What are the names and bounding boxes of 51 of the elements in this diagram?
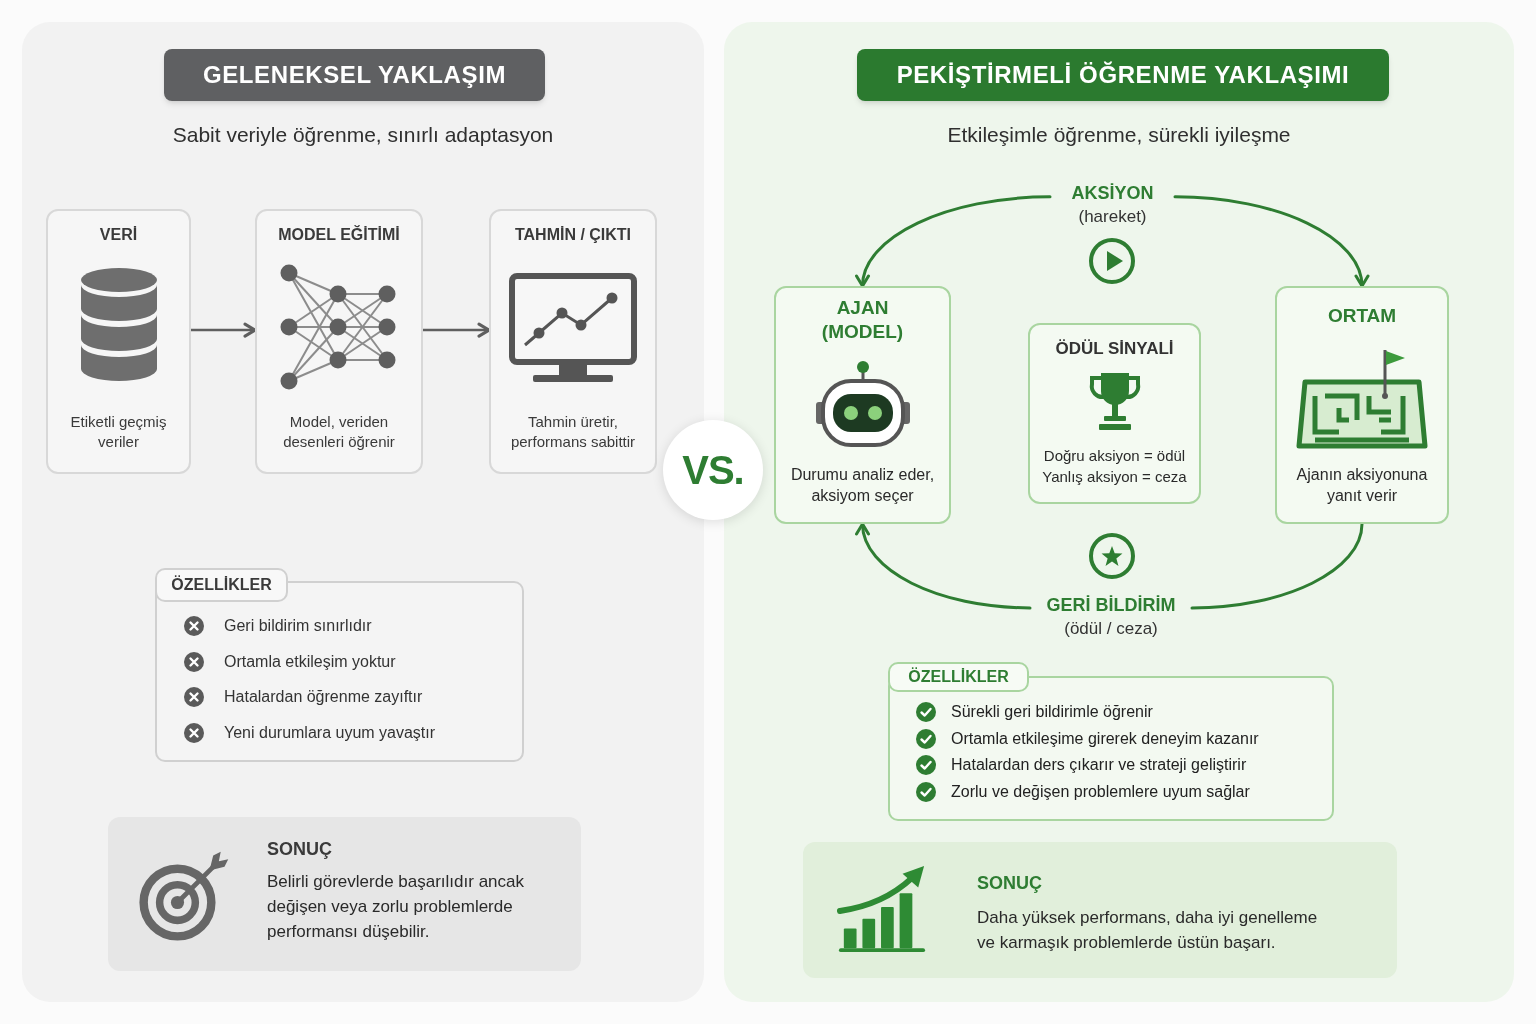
card-description: Ajanın aksiyonuna yanıt verir (1295, 465, 1429, 506)
process-step-card (46, 209, 191, 474)
arrow (189, 322, 257, 338)
card-heading: ÖDÜL SİNYALİ (1055, 338, 1174, 360)
process-step-card (489, 209, 657, 474)
features-panel (888, 662, 1334, 821)
role-card (1275, 286, 1449, 524)
conclusion-card (803, 842, 1397, 978)
features-panel (155, 568, 524, 762)
card-heading: TAHMİN / ÇIKTI (514, 225, 632, 245)
flow-label: AKSİYON (1071, 182, 1154, 205)
card-description: Tahmin üretir, performans sabittir (509, 412, 637, 452)
panel-subtitle: Etkileşimle öğrenme, sürekli iyileşme (947, 122, 1291, 148)
card-heading: VERİ (99, 225, 138, 245)
process-step-card (255, 209, 423, 474)
section-heading: ÖZELLİKLER (170, 574, 273, 595)
curved-arrow (1173, 195, 1369, 288)
conclusion-heading: SONUÇ (267, 838, 332, 861)
feature-item: Ortamla etkileşime girerek deneyim kazanır (951, 728, 1259, 749)
flow-label: GERİ BİLDİRİM (1046, 594, 1176, 617)
conclusion-heading: SONUÇ (977, 872, 1042, 895)
feature-item: Geri bildirim sınırlıdır (224, 616, 372, 636)
conclusion-card (108, 817, 581, 971)
curved-connector (1190, 522, 1364, 610)
feature-item: Sürekli geri bildirimle öğrenir (951, 702, 1153, 722)
card-heading: ORTAM (1327, 304, 1397, 328)
arrow (421, 322, 491, 338)
role-card (1028, 323, 1201, 504)
feature-item: Hatalardan öğrenme zayıftır (224, 687, 423, 707)
section-title-banner: GELENEKSEL YAKLAŞIM (164, 49, 545, 101)
conclusion-text: Daha yüksek performans, daha iyi genelleme ve karmaşık problemlerde üstün başarı. (977, 907, 1319, 954)
feature-item: Ortamla etkileşim yoktur (224, 651, 396, 672)
card-description: Durumu analiz eder, aksiyom seçer (789, 465, 936, 506)
card-heading: MODEL EĞİTİMİ (278, 224, 400, 245)
section-heading: ÖZELLİKLER (907, 666, 1010, 687)
card-description: Yanlış aksiyon = ceza (1042, 467, 1187, 487)
feature-item: Zorlu ve değişen problemlere uyum sağlar (951, 781, 1250, 802)
section-title-banner: PEKİŞTİRMELİ ÖĞRENME YAKLAŞIMI (857, 49, 1389, 101)
role-card (774, 286, 951, 524)
feature-item: Yeni durumlara uyum yavaştır (224, 722, 436, 743)
conclusion-text: Belirli görevlerde başarılıdır ancak değişen veya zorlu problemlerde performansı düşebilir. (267, 871, 525, 943)
feature-item: Hatalardan ders çıkarır ve strateji geliştirir (951, 755, 1247, 775)
flow-sublabel: (hareket) (1078, 206, 1147, 228)
curved-arrow (856, 522, 1032, 610)
curved-arrow (856, 195, 1052, 288)
card-description: Etiketli geçmiş veriler (69, 412, 168, 452)
panel-subtitle: Sabit veriyle öğrenme, sınırlı adaptasyon (172, 122, 554, 148)
card-description: Doğru aksiyon = ödül (1043, 446, 1186, 466)
card-description: Model, veriden desenleri öğrenir (282, 412, 396, 452)
card-heading: AJAN (MODEL) (820, 296, 905, 344)
flow-sublabel: (ödül / ceza) (1064, 618, 1158, 640)
